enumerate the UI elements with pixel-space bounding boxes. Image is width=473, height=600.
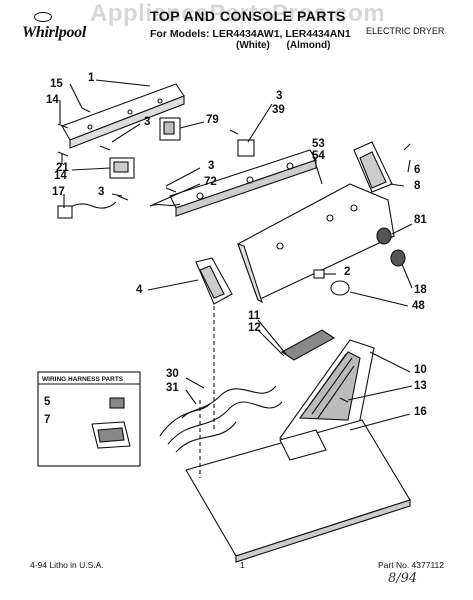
callout-31: 31 [166, 382, 179, 394]
callout-79: 79 [206, 114, 219, 126]
callout-3-top-right: 3 [276, 90, 283, 102]
callout-3-mid: 3 [208, 160, 215, 172]
knob-18 [390, 249, 406, 267]
callout-2: 2 [344, 266, 351, 278]
callout-48: 48 [412, 300, 425, 312]
callout-81: 81 [414, 214, 427, 226]
callout-11: 11 [248, 310, 261, 322]
callout-6: 6 [414, 164, 421, 176]
screw-14-upper [57, 123, 69, 129]
screw-13 [339, 397, 349, 403]
callout-4: 4 [136, 284, 143, 296]
callout-21: 21 [56, 162, 69, 174]
callout-12: 12 [248, 322, 261, 334]
footer-print-info: 4-94 Litho in U.S.A. [30, 560, 104, 570]
callout-30: 30 [166, 368, 179, 380]
watermark: AppliancePartsPros.com [90, 0, 386, 27]
filter-cover-11 [280, 329, 336, 361]
model-colors: (White) (Almond) [236, 40, 331, 51]
document-type: ELECTRIC DRYER [366, 26, 445, 36]
callout-8: 8 [414, 180, 421, 192]
screw-15 [81, 107, 91, 113]
callout-54: 54 [312, 150, 325, 162]
callout-5: 5 [44, 396, 51, 408]
bracket-4 [195, 257, 233, 305]
handwritten-date: 8/94 [388, 571, 418, 586]
whirlpool-logo-swirl-icon [34, 12, 52, 22]
page-title: TOP AND CONSOLE PARTS [150, 8, 346, 24]
screw-3-panel [165, 187, 177, 193]
dryer-top-16 [185, 419, 411, 563]
callout-13: 13 [414, 380, 427, 392]
knob-81 [376, 227, 392, 245]
callout-72: 72 [204, 176, 217, 188]
callout-39: 39 [272, 104, 285, 116]
end-cap-8 [353, 141, 393, 193]
harness-connector-17 [57, 201, 117, 219]
screw-6 [403, 143, 411, 151]
model-numbers: For Models: LER4434AW1, LER4434AN1 [150, 28, 351, 40]
console-48 [237, 183, 395, 304]
callout-3-upper: 3 [144, 116, 151, 128]
callout-17: 17 [52, 186, 65, 198]
callout-1: 1 [88, 72, 95, 84]
wiring-box-title: WIRING HARNESS PARTS [42, 376, 124, 383]
screw-3-left [117, 195, 129, 201]
switch-79 [159, 117, 181, 141]
callout-14-lower: 14 [54, 170, 67, 182]
callout-3-left: 3 [98, 186, 105, 198]
page-number: 1 [240, 560, 245, 570]
callout-14-upper: 14 [46, 94, 59, 106]
callout-16: 16 [414, 406, 427, 418]
part-2 [313, 269, 325, 279]
screw-3-upper [99, 145, 111, 151]
control-panel-bar [169, 149, 317, 217]
callout-53: 53 [312, 138, 325, 150]
part-number: Part No. 4377112 [378, 560, 444, 570]
connector-5 [109, 397, 125, 409]
wiring-harness-31 [159, 385, 283, 453]
bracket-39 [229, 129, 255, 157]
callout-7: 7 [44, 414, 51, 426]
terminal-block-7 [91, 421, 131, 449]
brand-logo: Whirlpool [22, 24, 86, 41]
wiring-parts-box [37, 371, 141, 467]
screw-14-lower [57, 151, 69, 157]
callout-10: 10 [414, 364, 427, 376]
top-bracket-plate [61, 83, 185, 149]
callout-15: 15 [50, 78, 63, 90]
callout-18: 18 [414, 284, 427, 296]
switch-21 [109, 157, 135, 179]
